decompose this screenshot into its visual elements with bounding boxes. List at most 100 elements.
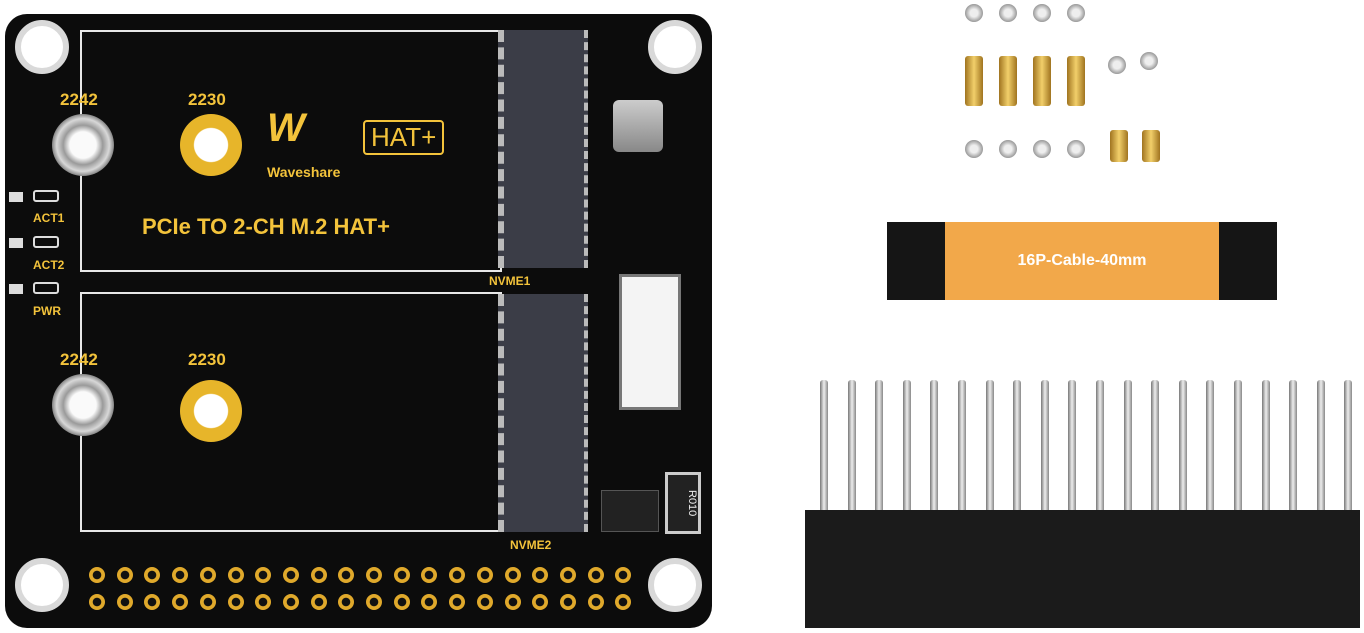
mounting-hole (15, 20, 69, 74)
power-inductor (613, 100, 663, 152)
gpio-pad (199, 567, 216, 583)
gpio-pad (532, 567, 549, 583)
gpio-pad (393, 567, 410, 583)
header-pin (1013, 380, 1022, 510)
header-pin (1234, 380, 1242, 510)
resistor (33, 282, 59, 294)
gpio-pad (393, 594, 410, 610)
cable-end (1219, 222, 1277, 300)
header-pin (1096, 380, 1104, 510)
size-label-2242: 2242 (60, 90, 98, 109)
gpio-pad (144, 567, 161, 583)
hat-plus-badge: HAT+ (363, 120, 445, 155)
header-pin (1289, 380, 1298, 510)
waveshare-logo: W (267, 106, 305, 150)
brass-standoff (999, 56, 1017, 106)
gpio-pad (282, 594, 299, 610)
gpio-pad (449, 594, 466, 610)
cable-end (887, 222, 945, 300)
gpio-pad (476, 594, 493, 610)
gpio-pad (587, 594, 604, 610)
header-pin (902, 380, 911, 510)
cable-label: 16P-Cable-40mm (1017, 252, 1147, 269)
header-pin (1206, 380, 1215, 510)
screw (1033, 140, 1051, 158)
gpio-pad (615, 594, 632, 610)
mounting-hole (15, 558, 69, 612)
shunt-resistor: R010 (665, 472, 701, 534)
gpio-pad (587, 567, 604, 583)
gpio-pad (172, 594, 189, 610)
led-label-act1: ACT1 (33, 211, 65, 225)
mounting-hole (648, 20, 702, 74)
gpio-pad (172, 567, 189, 583)
pcie-m2-hat-board: 2242 2230 W Waveshare HAT+ PCIe TO 2-CH … (5, 14, 712, 628)
header-pin (1261, 380, 1270, 510)
slot-label-nvme1: NVME1 (489, 274, 531, 288)
gpio-pad (615, 567, 632, 583)
led-pwr (9, 284, 23, 294)
screw (1140, 52, 1158, 70)
brass-nut (1110, 130, 1128, 162)
header-pin (1178, 380, 1187, 510)
brand-name: Waveshare (267, 164, 341, 180)
gpio-pad (227, 567, 244, 583)
screw (999, 4, 1017, 22)
standoff-2242 (52, 374, 114, 436)
header-pin (1068, 380, 1077, 510)
gpio-pad (421, 567, 438, 583)
resistor (33, 190, 59, 202)
led-label-act2: ACT2 (33, 258, 65, 272)
mount-pad-2230 (180, 114, 242, 176)
screw (965, 140, 983, 158)
screw (965, 4, 983, 22)
gpio-pad (227, 594, 244, 610)
standoff-2242 (52, 114, 114, 176)
m2-connector-1 (498, 30, 588, 268)
gpio-pad (338, 594, 355, 610)
screw (1067, 140, 1085, 158)
ic-chip (601, 490, 659, 532)
gpio-pad (282, 567, 299, 583)
stacking-header-body (805, 510, 1360, 628)
gpio-pad (338, 567, 355, 583)
gpio-pad (504, 594, 521, 610)
header-pin (1344, 380, 1353, 510)
mounting-hole (648, 558, 702, 612)
size-label-2242: 2242 (60, 350, 98, 369)
m2-slot-outline-2 (80, 292, 502, 532)
header-pin (1151, 380, 1160, 510)
gpio-pad (310, 594, 327, 610)
gpio-pad (310, 567, 327, 583)
gpio-pad (366, 594, 382, 610)
gpio-pad (532, 594, 549, 610)
fpc-connector (619, 274, 681, 410)
gpio-pad (255, 594, 272, 610)
gpio-pad (116, 567, 133, 583)
header-pin (958, 380, 966, 510)
screw (1108, 56, 1126, 74)
header-pin (1123, 380, 1132, 510)
ffc-cable: 16P-Cable-40mm (887, 222, 1277, 300)
screw (999, 140, 1017, 158)
gpio-pad (559, 594, 576, 610)
gpio-pad (504, 567, 521, 583)
gpio-pad (144, 594, 161, 610)
gpio-pad (366, 567, 382, 583)
gpio-pad (449, 567, 466, 583)
size-label-2230: 2230 (188, 90, 226, 109)
gpio-pad (559, 567, 576, 583)
gpio-pad (89, 567, 105, 583)
board-title: PCIe TO 2-CH M.2 HAT+ (142, 214, 390, 239)
brass-standoff (1033, 56, 1051, 106)
m2-connector-2 (498, 294, 588, 532)
brass-standoff (1067, 56, 1085, 106)
screw (1067, 4, 1085, 22)
gpio-pad (199, 594, 216, 610)
header-pin (1040, 380, 1049, 510)
mount-pad-2230 (180, 380, 242, 442)
header-pin (875, 380, 884, 510)
led-act1 (9, 192, 23, 202)
header-pin (847, 380, 856, 510)
gpio-pad (255, 567, 272, 583)
